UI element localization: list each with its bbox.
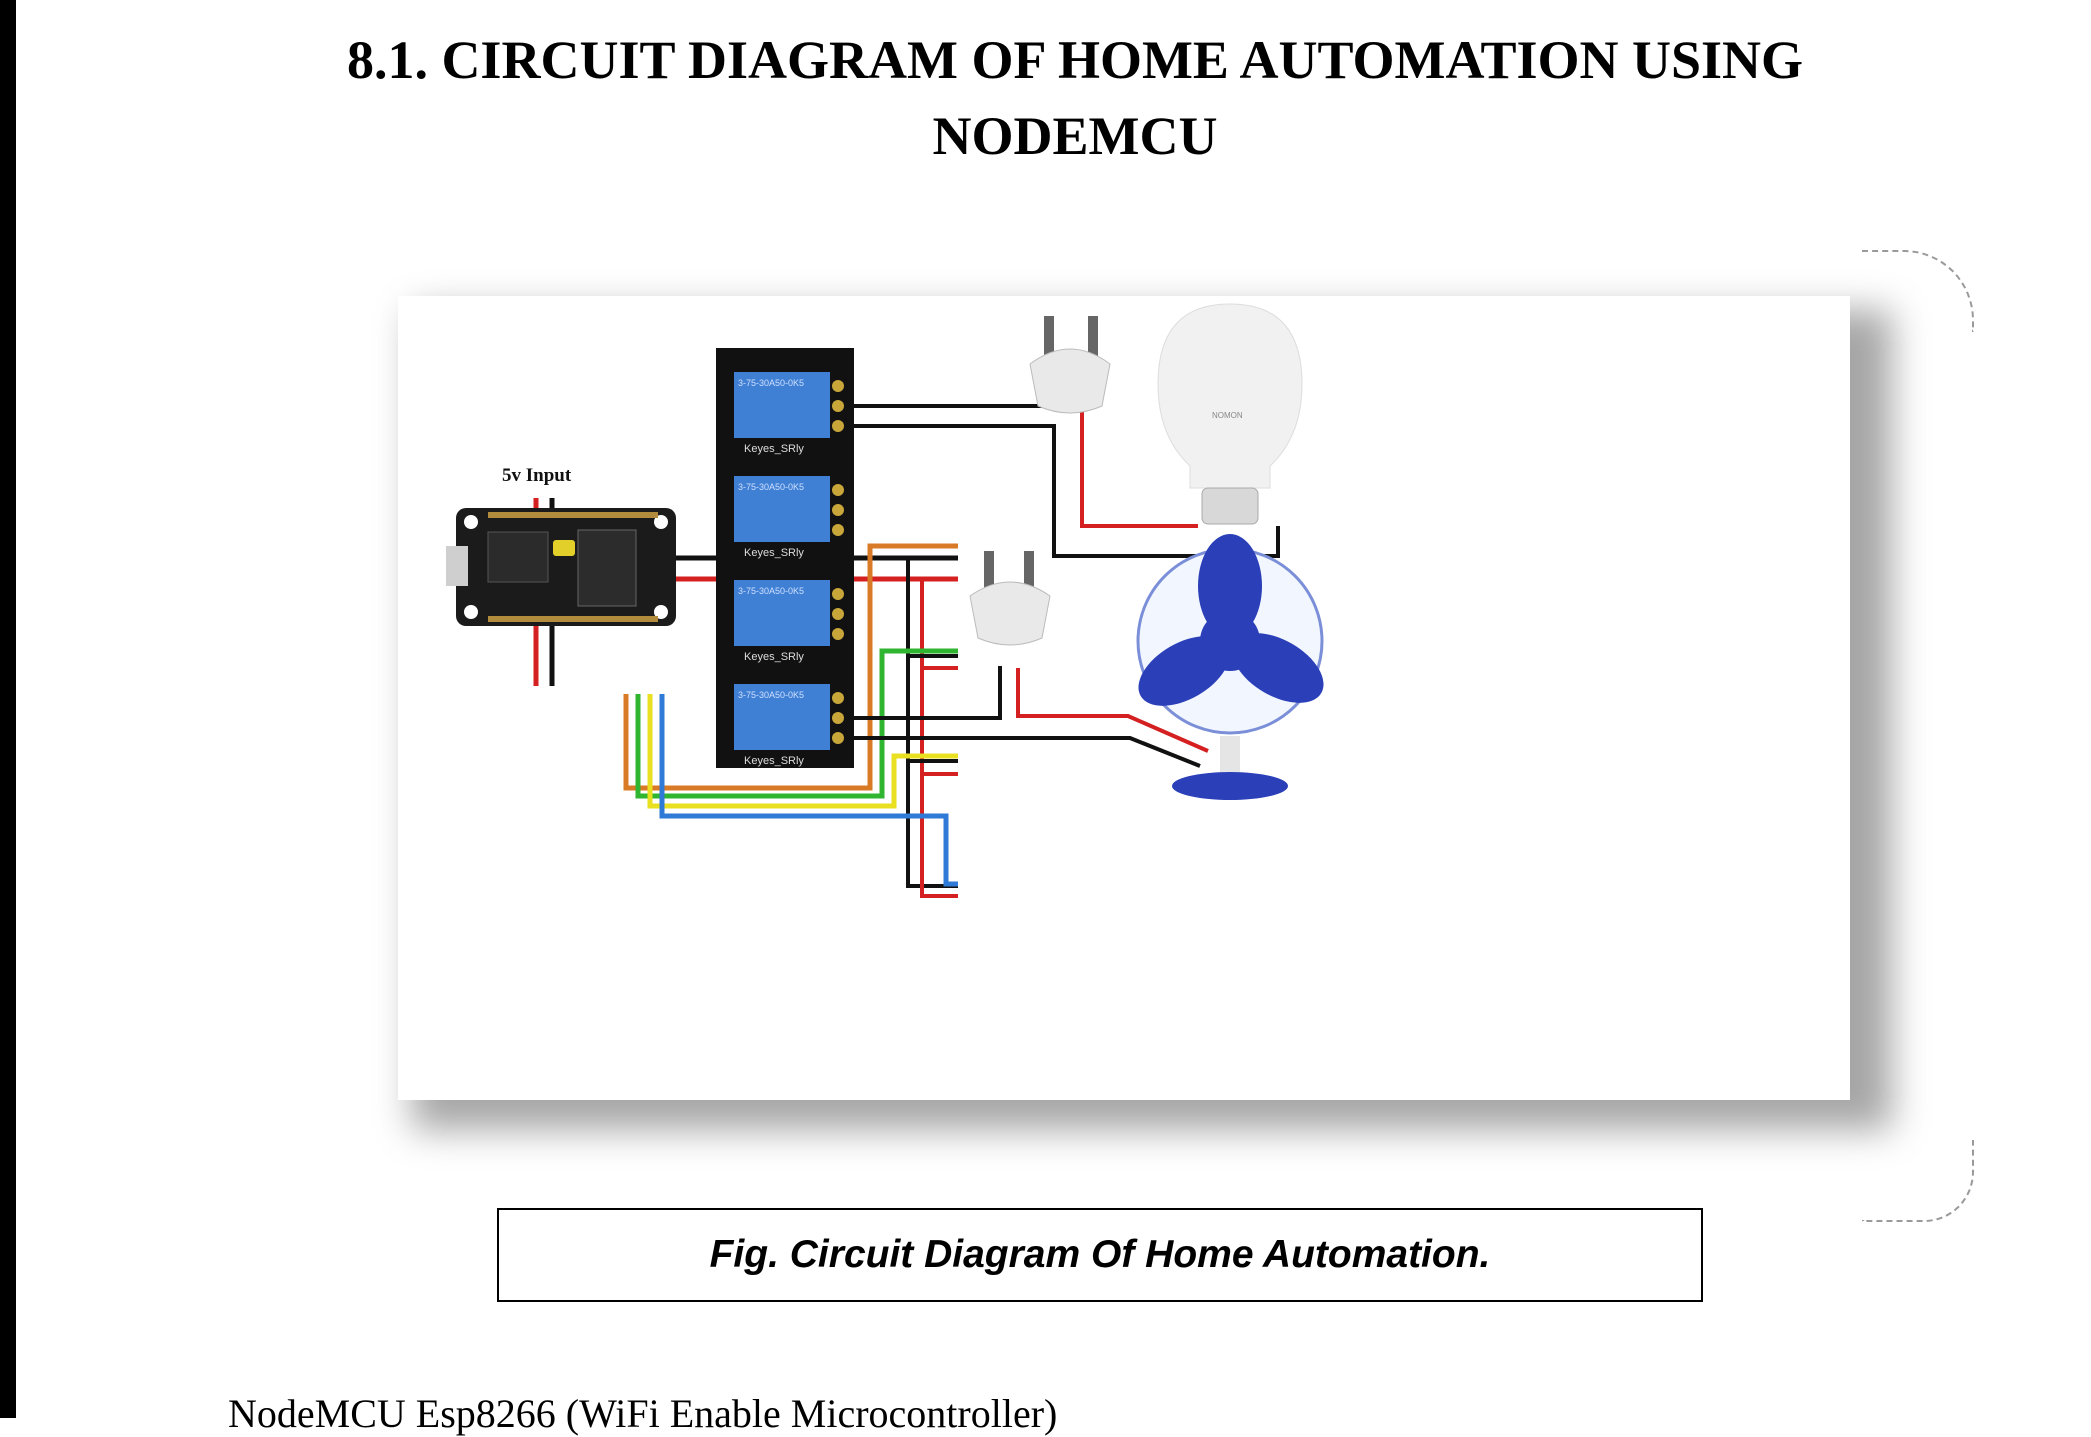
page-left-border	[0, 0, 16, 1418]
plug-icon	[1029, 316, 1111, 414]
relay-label-3: Keyes_SRly	[744, 651, 804, 663]
relay-label-4: Keyes_SRly	[744, 755, 804, 767]
relay-part-text: 3-75-30A50-0K5	[738, 482, 804, 492]
bus-wires	[906, 558, 958, 898]
section-title-line-2: NODEMCU	[932, 106, 1218, 166]
relay-part-text: 3-75-30A50-0K5	[738, 378, 804, 388]
relay-module-icon: 3-75-30A50-0K5 Keyes_SRly	[734, 372, 844, 455]
section-title: 8.1. CIRCUIT DIAGRAM OF HOME AUTOMATION …	[150, 22, 2000, 174]
input-label: 5v Input	[502, 465, 572, 486]
figure-caption: Fig. Circuit Diagram Of Home Automation.	[497, 1208, 1703, 1302]
plug-icon	[969, 551, 1051, 646]
figure-corner-bottom-right	[1862, 1140, 1974, 1222]
relay-label-1: Keyes_SRly	[744, 443, 804, 455]
relay-module-icon: 3-75-30A50-0K5 Keyes_SRly	[734, 476, 844, 559]
bulb-icon: NOMON	[1157, 303, 1303, 525]
relay-part-text: 3-75-30A50-0K5	[738, 586, 804, 596]
relay-module-icon: 3-75-30A50-0K5 Keyes_SRly	[734, 580, 844, 663]
fan-icon	[1136, 534, 1324, 800]
signal-wires	[623, 543, 958, 887]
relay-module-icon: 3-75-30A50-0K5 Keyes_SRly	[734, 684, 844, 767]
relay-label-2: Keyes_SRly	[744, 547, 804, 559]
nodemcu-board-icon	[446, 508, 676, 626]
body-text-heading: NodeMCU Esp8266 (WiFi Enable Microcontro…	[228, 1391, 1058, 1436]
circuit-diagram-figure: 5v Input	[398, 296, 1850, 1100]
bulb-brand-text: NOMON	[1212, 411, 1243, 420]
circuit-diagram: 5v Input	[446, 303, 1324, 898]
relay-module-stack: 3-75-30A50-0K5 Keyes_SRly 3-75-30A50-0K5…	[716, 348, 854, 768]
section-title-line-1: 8.1. CIRCUIT DIAGRAM OF HOME AUTOMATION …	[346, 30, 1804, 90]
relay-part-text: 3-75-30A50-0K5	[738, 690, 804, 700]
